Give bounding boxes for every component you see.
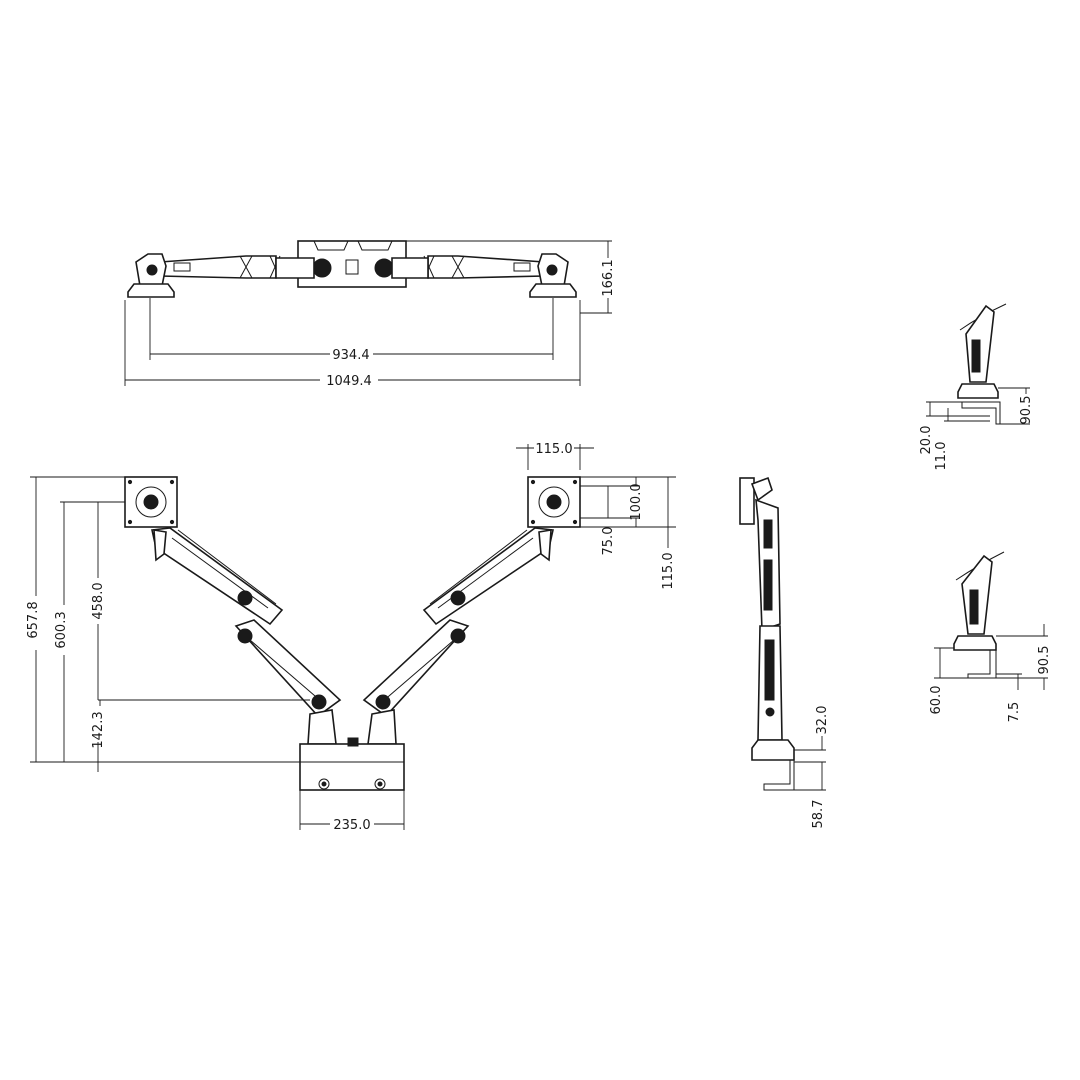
detail-top: 90.5 20.0 11.0 [919,303,1034,471]
dim-vesa-75: 75.0 [601,527,616,556]
top-joint-left [312,258,332,278]
dim-934-4: 934.4 [332,348,369,363]
dim-vesa-100: 100.0 [629,483,644,520]
dim-vesa-115-top: 115.0 [535,442,572,457]
top-arm-right-outer [427,255,545,279]
side-vesa-plate [739,477,755,525]
arm-left-upper [151,527,284,626]
dim-166-1: 166.1 [601,259,616,296]
arm-left-lower [234,619,342,718]
dim-detail-bottom-7-5: 7.5 [1007,702,1022,723]
dim-142-3: 142.3 [91,711,106,748]
arm-right-lower [362,619,470,718]
dim-detail-top-20-0: 20.0 [919,426,934,455]
side-base [751,739,795,761]
dim-1049-4: 1049.4 [326,374,372,389]
dim-vesa-115-side: 115.0 [661,552,676,589]
front-view: 657.8 600.3 458.0 142.3 235.0 115.0 100.… [26,442,676,833]
dim-side-32-0: 32.0 [815,706,830,735]
dim-detail-bottom-60-0: 60.0 [929,686,944,715]
dim-detail-top-90-5: 90.5 [1019,396,1034,425]
top-view: 934.4 1049.4 166.1 [124,240,616,389]
top-arm-left-outer [159,255,277,279]
dim-600-3: 600.3 [54,611,69,648]
front-base [299,743,405,791]
side-view: 32.0 58.7 [739,476,830,829]
top-joint-right [374,258,394,278]
dim-657-8: 657.8 [26,601,41,638]
dim-458-0: 458.0 [91,582,106,619]
arm-right-upper [422,527,554,626]
dim-235-0: 235.0 [333,818,370,833]
dim-detail-bottom-90-5: 90.5 [1037,646,1052,675]
dim-side-58-7: 58.7 [811,800,826,829]
detail-bottom: 90.5 60.0 7.5 [929,551,1052,723]
dim-detail-top-11-0: 11.0 [934,442,949,471]
